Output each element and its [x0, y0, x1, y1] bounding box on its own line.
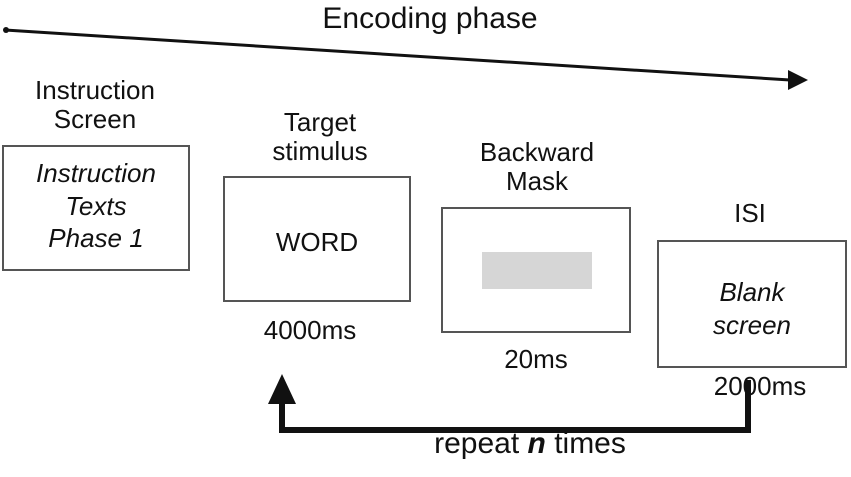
repeat-loop-arrowhead [268, 374, 296, 404]
repeat-n: n [527, 427, 546, 460]
backward-mask-box [441, 207, 631, 333]
mask-duration: 20ms [504, 344, 568, 374]
target-word: WORD [275, 227, 359, 257]
target-stimulus-label: Target stimulus [272, 107, 368, 166]
isi-box: Blank screen [657, 240, 847, 368]
isi-duration: 2000ms [713, 371, 807, 401]
isi-content: Blank screen [712, 277, 792, 340]
encoding-phase-arrowhead [788, 70, 808, 90]
encoding-phase-arrow [4, 28, 791, 82]
backward-mask-label: Backward Mask [479, 137, 595, 196]
instruction-screen-box: Instruction Texts Phase 1 [2, 145, 190, 271]
target-stimulus-box: WORD [223, 176, 411, 302]
mask-rectangle [482, 252, 592, 289]
repeat-label: repeat n times [410, 427, 650, 460]
repeat-suffix: times [545, 427, 626, 460]
encoding-phase-arrow-tail [3, 27, 9, 33]
target-duration: 4000ms [263, 315, 357, 345]
diagram-title: Encoding phase [322, 2, 538, 35]
instruction-screen-label: Instruction Screen [35, 75, 155, 134]
repeat-loop-arrow [279, 380, 751, 433]
repeat-prefix: repeat [434, 427, 528, 460]
instruction-screen-content: Instruction Texts Phase 1 [36, 158, 156, 253]
isi-label: ISI [734, 198, 766, 228]
